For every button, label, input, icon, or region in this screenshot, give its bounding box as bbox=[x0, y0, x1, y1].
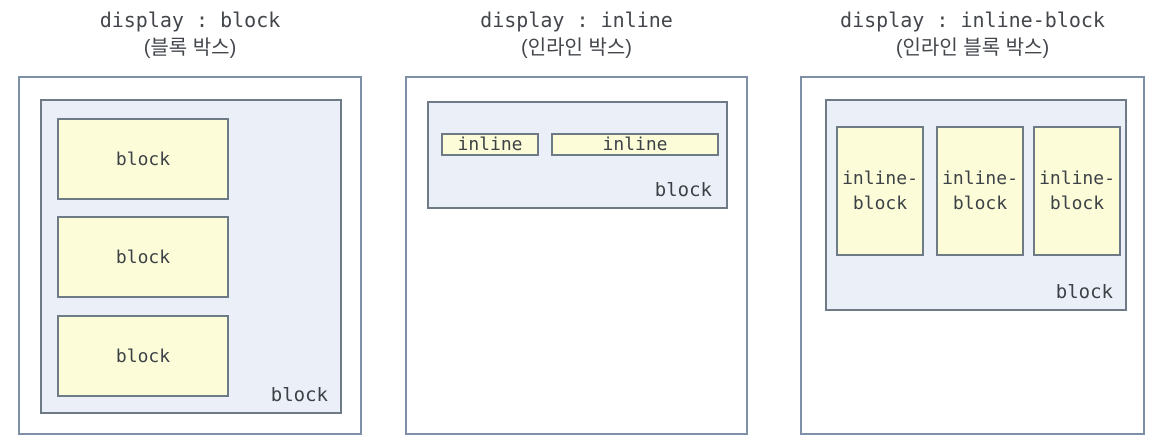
block-container-box: inline inline block bbox=[427, 101, 728, 209]
container-label: block bbox=[654, 179, 712, 201]
block-container-box: block block block block bbox=[40, 99, 342, 414]
panel-title-korean: (블록 박스) bbox=[143, 37, 237, 59]
inline-block-item: inline-block bbox=[836, 126, 924, 256]
viewport-box: inline-block inline-block inline-block b… bbox=[800, 76, 1145, 435]
container-label: block bbox=[270, 384, 328, 406]
panel-title-korean: (인라인 블록 박스) bbox=[895, 37, 1050, 59]
inline-block-item: inline-block bbox=[936, 126, 1024, 256]
panel-title: display : block (블록 박스) bbox=[18, 6, 362, 62]
panel-title-code: display : inline bbox=[480, 8, 673, 32]
inline-item: inline bbox=[441, 133, 539, 156]
panel-title-code: display : inline-block bbox=[840, 8, 1105, 32]
inline-block-item: inline-block bbox=[1033, 126, 1121, 256]
viewport-box: inline inline block bbox=[405, 76, 748, 435]
panel-title: display : inline-block (인라인 블록 박스) bbox=[800, 6, 1145, 62]
panel-display-block: display : block (블록 박스) block block bloc… bbox=[18, 6, 362, 435]
panel-title-korean: (인라인 박스) bbox=[521, 37, 632, 59]
block-container-box: inline-block inline-block inline-block b… bbox=[825, 99, 1127, 311]
panel-display-inline-block: display : inline-block (인라인 블록 박스) inlin… bbox=[800, 6, 1145, 435]
block-item: block bbox=[57, 216, 229, 298]
container-label: block bbox=[1055, 281, 1113, 303]
panel-title-code: display : block bbox=[99, 8, 281, 32]
inline-item: inline bbox=[551, 133, 719, 156]
panel-title: display : inline (인라인 박스) bbox=[405, 6, 748, 62]
panel-display-inline: display : inline (인라인 박스) inline inline … bbox=[405, 6, 748, 435]
block-item: block bbox=[57, 118, 229, 200]
block-item: block bbox=[57, 315, 229, 397]
viewport-box: block block block block bbox=[18, 76, 362, 435]
